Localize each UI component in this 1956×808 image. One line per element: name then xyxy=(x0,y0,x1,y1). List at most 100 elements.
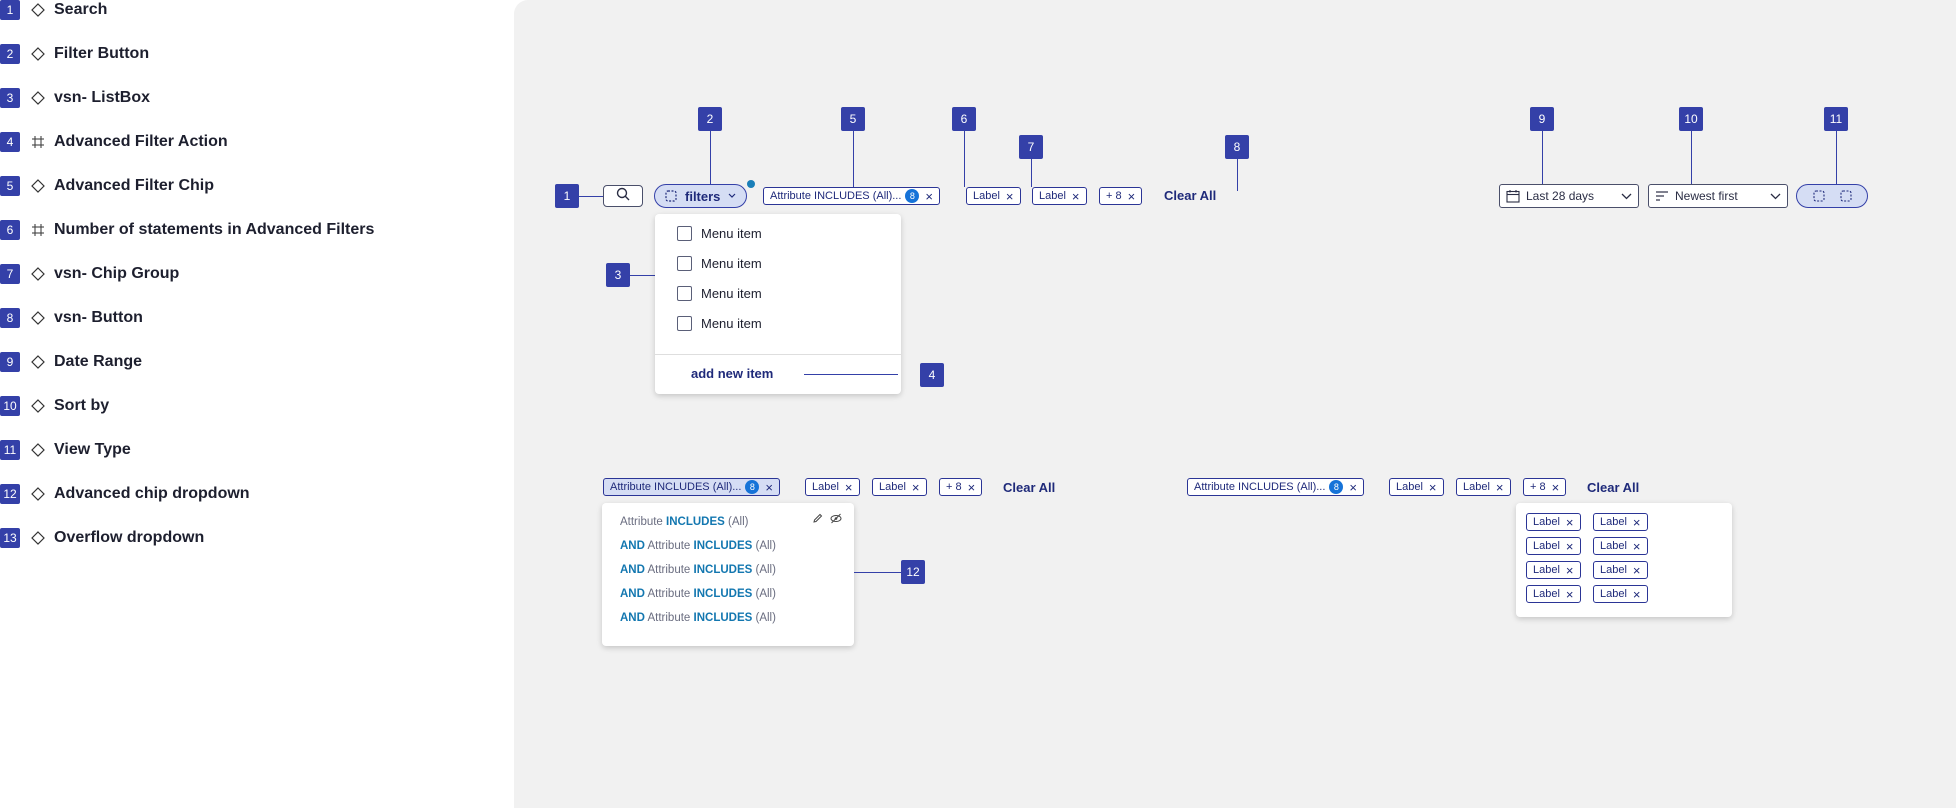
menu-divider xyxy=(655,354,901,355)
menu-item[interactable]: Menu item xyxy=(677,254,762,272)
advanced-filter-chip[interactable]: Attribute INCLUDES (All)... 8 × xyxy=(603,478,781,496)
chip[interactable]: Label× xyxy=(1526,513,1581,531)
hide-icon[interactable] xyxy=(830,513,842,524)
chip[interactable]: Label× xyxy=(1593,561,1648,579)
close-icon[interactable]: × xyxy=(844,479,853,495)
statement-count-badge: 8 xyxy=(745,480,760,494)
close-icon[interactable]: × xyxy=(1565,538,1574,554)
diamond-icon xyxy=(27,175,49,197)
view-type-toggle[interactable] xyxy=(1796,184,1868,208)
close-icon[interactable]: × xyxy=(925,188,934,204)
chip[interactable]: Label × xyxy=(1593,585,1648,603)
menu-item[interactable]: Menu item xyxy=(677,314,762,332)
marker-10: 10 xyxy=(1679,107,1703,131)
filter-statement: AND Attribute INCLUDES (All) xyxy=(620,588,776,600)
marker-7: 7 xyxy=(1019,135,1043,159)
legend-label: Overflow dropdown xyxy=(54,529,205,546)
close-icon[interactable]: × xyxy=(765,479,774,495)
legend-label: Advanced Filter Action xyxy=(54,133,228,150)
close-icon[interactable]: × xyxy=(1632,514,1641,530)
close-icon[interactable]: × xyxy=(1632,538,1641,554)
legend-number-badge: 12 xyxy=(0,484,20,504)
overflow-chip-label: + 8 xyxy=(946,481,962,493)
chip[interactable]: Label× xyxy=(966,187,1021,205)
legend-number-badge: 1 xyxy=(0,0,20,20)
advanced-filter-chip-label: Attribute INCLUDES (All)... xyxy=(610,481,742,493)
close-icon[interactable]: × xyxy=(1632,586,1641,602)
chip-label: Label xyxy=(1600,588,1627,600)
statement-count-badge: 8 xyxy=(1329,480,1344,494)
diamond-icon xyxy=(27,307,49,329)
advanced-filter-chip[interactable]: Attribute INCLUDES (All)... 8 × xyxy=(1187,478,1365,496)
close-icon[interactable]: × xyxy=(1551,479,1560,495)
marker-11: 11 xyxy=(1824,107,1848,131)
edit-icon[interactable] xyxy=(812,513,823,524)
chip[interactable]: Label× xyxy=(1389,478,1444,496)
close-icon[interactable]: × xyxy=(1565,562,1574,578)
clear-all-button[interactable]: Clear All xyxy=(1164,188,1217,203)
list-view-icon[interactable] xyxy=(1812,190,1825,202)
chip[interactable]: Label × xyxy=(1526,585,1581,603)
advanced-filter-chip[interactable]: Attribute INCLUDES (All)... 8 × xyxy=(763,187,941,205)
overflow-chip[interactable]: + 8× xyxy=(1523,478,1567,496)
chip[interactable]: Label× xyxy=(1526,537,1581,555)
close-icon[interactable]: × xyxy=(1632,562,1641,578)
date-range-select[interactable]: Last 28 days xyxy=(1499,184,1639,208)
menu-item-checkbox[interactable] xyxy=(677,255,692,271)
legend-label: Search xyxy=(54,1,108,18)
leader-line xyxy=(854,572,916,573)
close-icon[interactable]: × xyxy=(1565,514,1574,530)
close-icon[interactable]: × xyxy=(1005,188,1014,204)
legend-number-badge: 8 xyxy=(0,308,20,328)
overflow-chip[interactable]: + 8× xyxy=(1099,187,1143,205)
chip[interactable]: Label× xyxy=(1456,478,1511,496)
close-icon[interactable]: × xyxy=(1428,479,1437,495)
chip[interactable]: Label× xyxy=(1593,513,1648,531)
chip[interactable]: Label× xyxy=(805,478,860,496)
chip-label: Label xyxy=(1533,588,1560,600)
grid-view-icon[interactable] xyxy=(1839,190,1852,202)
menu-item-checkbox[interactable] xyxy=(677,225,692,241)
legend-label: vsn- Chip Group xyxy=(54,265,180,282)
filter-button[interactable]: filters xyxy=(654,184,748,208)
attribute-value: (All) xyxy=(755,588,776,600)
chevron-down-icon xyxy=(1770,193,1781,200)
marker-8: 8 xyxy=(1225,135,1249,159)
chip[interactable]: Label× xyxy=(1593,537,1648,555)
diamond-icon xyxy=(27,87,49,109)
add-new-item-button[interactable]: add new item xyxy=(691,366,774,381)
clear-all-button[interactable]: Clear All xyxy=(1587,480,1640,495)
and-keyword: AND xyxy=(620,540,645,552)
menu-item-checkbox[interactable] xyxy=(677,285,692,301)
search-button[interactable] xyxy=(603,185,643,207)
close-icon[interactable]: × xyxy=(1495,479,1504,495)
chip[interactable]: Label× xyxy=(872,478,927,496)
sort-by-select[interactable]: Newest first xyxy=(1648,184,1788,208)
close-icon[interactable]: × xyxy=(1565,586,1574,602)
legend-number-badge: 3 xyxy=(0,88,20,108)
close-icon[interactable]: × xyxy=(1127,188,1136,204)
sort-by-value: Newest first xyxy=(1675,189,1738,203)
close-icon[interactable]: × xyxy=(911,479,920,495)
leader-line xyxy=(579,196,619,197)
menu-item[interactable]: Menu item xyxy=(677,284,762,302)
operator-keyword: INCLUDES xyxy=(693,540,753,552)
overflow-chip[interactable]: + 8 × xyxy=(939,478,983,496)
menu-item-checkbox[interactable] xyxy=(677,315,692,331)
menu-item[interactable]: Menu item xyxy=(677,224,762,242)
marker-6: 6 xyxy=(952,107,976,131)
clear-all-button[interactable]: Clear All xyxy=(1003,480,1056,495)
close-icon[interactable]: × xyxy=(1349,479,1358,495)
legend-label: Number of statements in Advanced Filters xyxy=(54,221,375,238)
menu-item-label: Menu item xyxy=(701,315,762,331)
chip[interactable]: Label× xyxy=(1032,187,1087,205)
close-icon[interactable]: × xyxy=(967,479,976,495)
chip[interactable]: Label× xyxy=(1526,561,1581,579)
legend-label: vsn- ListBox xyxy=(54,89,151,106)
close-icon[interactable]: × xyxy=(1071,188,1080,204)
marker-4: 4 xyxy=(920,363,944,387)
marker-5: 5 xyxy=(841,107,865,131)
